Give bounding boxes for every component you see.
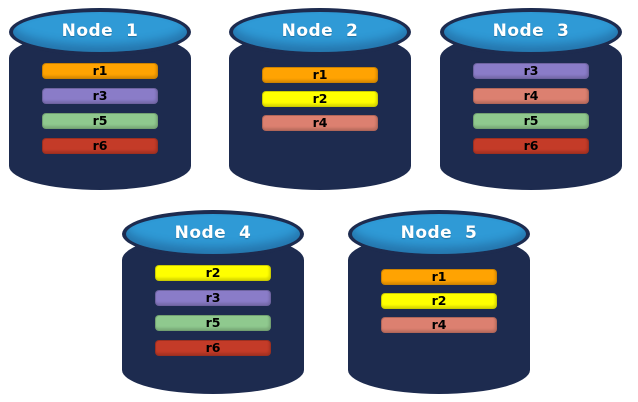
replica-bar: r4 — [262, 115, 378, 131]
node-title: Node 5 — [400, 223, 478, 243]
replica-list: r1 r2 r4 — [229, 67, 411, 131]
replica-bar: r1 — [262, 67, 378, 83]
replica-bar: r3 — [155, 290, 271, 306]
cylinder-body — [229, 32, 411, 190]
cylinder-body — [440, 32, 622, 190]
cylinder-top: Node 1 — [9, 8, 191, 56]
node-title: Node 1 — [61, 21, 139, 41]
cylinder-body — [348, 234, 530, 394]
node-3-cylinder: Node 3 r3 r4 r5 r6 — [440, 8, 622, 190]
replica-list: r1 r3 r5 r6 — [9, 63, 191, 154]
replica-bar: r4 — [381, 317, 497, 333]
cylinder-body — [122, 234, 304, 394]
node-4-cylinder: Node 4 r2 r3 r5 r6 — [122, 210, 304, 394]
replica-bar: r2 — [262, 91, 378, 107]
replica-list: r2 r3 r5 r6 — [122, 265, 304, 356]
replica-bar: r3 — [42, 88, 158, 104]
replica-bar: r5 — [473, 113, 589, 129]
node-2-cylinder: Node 2 r1 r2 r4 — [229, 8, 411, 190]
node-1-cylinder: Node 1 r1 r3 r5 r6 — [9, 8, 191, 190]
replica-list: r3 r4 r5 r6 — [440, 63, 622, 154]
replica-bar: r3 — [473, 63, 589, 79]
cylinder-top: Node 2 — [229, 8, 411, 56]
replica-bar: r6 — [155, 340, 271, 356]
replica-bar: r1 — [42, 63, 158, 79]
replica-bar: r1 — [381, 269, 497, 285]
node-title: Node 3 — [492, 21, 570, 41]
replica-bar: r6 — [42, 138, 158, 154]
replica-bar: r5 — [155, 315, 271, 331]
node-title: Node 4 — [174, 223, 252, 243]
replica-bar: r2 — [155, 265, 271, 281]
replica-bar: r4 — [473, 88, 589, 104]
replica-bar: r5 — [42, 113, 158, 129]
cylinder-body — [9, 32, 191, 190]
replica-bar: r2 — [381, 293, 497, 309]
replica-bar: r6 — [473, 138, 589, 154]
cylinder-top: Node 5 — [348, 210, 530, 258]
cylinder-top: Node 3 — [440, 8, 622, 56]
replica-list: r1 r2 r4 — [348, 269, 530, 333]
node-title: Node 2 — [281, 21, 359, 41]
cylinder-top: Node 4 — [122, 210, 304, 258]
node-5-cylinder: Node 5 r1 r2 r4 — [348, 210, 530, 394]
